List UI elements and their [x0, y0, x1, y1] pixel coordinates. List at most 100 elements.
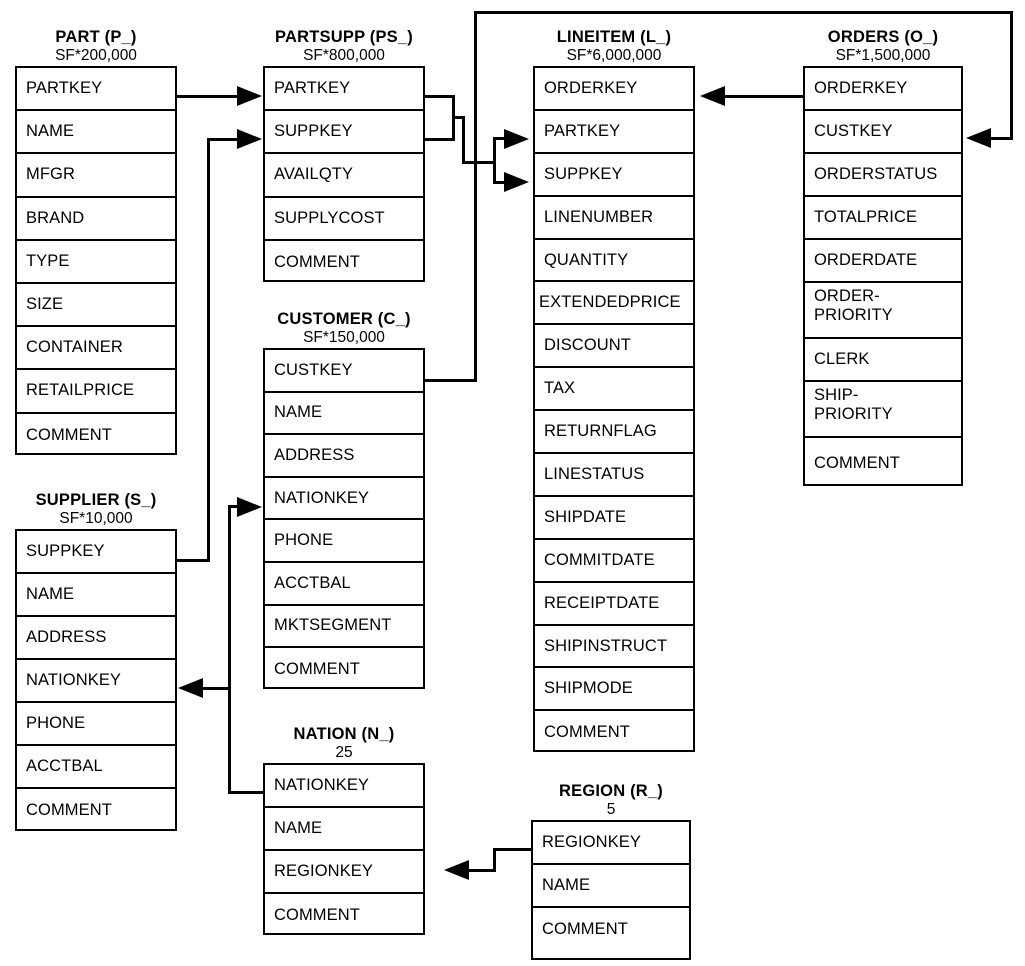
rel-partsupp-lineitem-suppkey-seg2 — [452, 116, 455, 141]
rel-supplier-partsupp-seg3 — [207, 138, 239, 141]
field-nation-comment: COMMENT — [274, 906, 360, 924]
entity-partsupp-cardinality: SF*800,000 — [303, 47, 385, 64]
rel-nation-customer-stub — [228, 505, 239, 508]
entity-part-title: PART (P_) — [55, 28, 137, 46]
field-part-partkey: PARTKEY — [17, 68, 175, 112]
field-orders-orderpriority: ORDER- PRIORITY — [805, 283, 961, 339]
rel-customer-orders-seg2 — [474, 11, 477, 382]
field-part-type: TYPE — [17, 241, 175, 284]
field-lineitem-shipinstruct: SHIPINSTRUCT — [535, 626, 693, 669]
rel-customer-orders-seg1 — [425, 379, 477, 382]
rel-partsupp-lineitem-trunk — [462, 116, 465, 164]
field-nation-nationkey: NATIONKEY — [265, 765, 423, 808]
field-lineitem-shipmode: SHIPMODE — [535, 668, 693, 712]
field-part-mfgr: MFGR — [17, 154, 175, 198]
field-customer-comment: COMMENT — [274, 659, 360, 678]
entity-partsupp: PARTSUPP (PS_) SF*800,000 PARTKEY SUPPKE… — [263, 28, 425, 282]
entity-lineitem: LINEITEM (L_) SF*6,000,000 ORDERKEY PART… — [533, 28, 695, 752]
field-lineitem-linenumber: LINENUMBER — [535, 197, 693, 240]
rel-part-partsupp-arrowhead — [237, 86, 262, 106]
field-lineitem-linestatus: LINESTATUS — [535, 454, 693, 497]
field-customer-acctbal: ACCTBAL — [265, 563, 423, 606]
rel-partsupp-lineitem-partkey-seg3 — [452, 116, 465, 119]
field-supplier-comment: COMMENT — [26, 801, 112, 819]
entity-region: REGION (R_) 5 REGIONKEY NAME COMMENT — [531, 782, 691, 960]
field-customer-phone: PHONE — [265, 520, 423, 563]
entity-nation-cardinality: 25 — [335, 744, 353, 761]
entity-supplier-fieldlist: SUPPKEY NAME ADDRESS NATIONKEY PHONE ACC… — [15, 529, 177, 831]
field-supplier-acctbal: ACCTBAL — [17, 746, 175, 789]
entity-region-fieldlist: REGIONKEY NAME COMMENT — [531, 820, 691, 960]
entity-lineitem-title: LINEITEM (L_) — [556, 28, 672, 46]
rel-partsupp-lineitem-trunk-bottom — [462, 161, 496, 164]
field-lineitem-quantity: QUANTITY — [535, 240, 693, 283]
field-lineitem-suppkey: SUPPKEY — [535, 154, 693, 197]
field-nation-regionkey: REGIONKEY — [265, 851, 423, 894]
entity-region-cardinality: 5 — [606, 801, 616, 818]
field-supplier-address: ADDRESS — [17, 617, 175, 660]
field-lineitem-tax: TAX — [535, 368, 693, 412]
entity-orders-fieldlist: ORDERKEY CUSTKEY ORDERSTATUS TOTALPRICE … — [803, 66, 963, 486]
field-lineitem-receiptdate: RECEIPTDATE — [535, 583, 693, 626]
entity-customer-fieldlist: CUSTKEY NAME ADDRESS NATIONKEY PHONE ACC… — [263, 348, 425, 689]
field-lineitem-extendedprice: EXTENDEDPRICE — [535, 282, 693, 326]
field-region-name: NAME — [533, 865, 689, 908]
rel-lineitem-partkey-stub — [493, 137, 506, 140]
rel-region-nation-seg3 — [468, 869, 496, 872]
entity-nation-fieldlist: NATIONKEY NAME REGIONKEY COMMENT — [263, 763, 425, 935]
rel-nation-keys-seg1 — [228, 791, 265, 794]
field-orders-orderkey: ORDERKEY — [805, 68, 961, 111]
entity-lineitem-fieldlist: ORDERKEY PARTKEY SUPPKEY LINENUMBER QUAN… — [533, 66, 695, 752]
field-supplier-phone: PHONE — [17, 703, 175, 746]
rel-nation-supplier-arrowhead — [178, 678, 203, 698]
entity-partsupp-fieldlist: PARTKEY SUPPKEY AVAILQTY SUPPLYCOST COMM… — [263, 66, 425, 282]
field-supplier-name: NAME — [17, 574, 175, 617]
rel-nation-supplier-stub — [202, 687, 231, 690]
field-orders-shippriority-line1: SHIP- — [814, 386, 859, 404]
rel-supplier-partsupp-seg1 — [177, 559, 210, 562]
entity-supplier-cardinality: SF*10,000 — [59, 510, 133, 527]
field-lineitem-returnflag: RETURNFLAG — [535, 411, 693, 455]
rel-region-nation-seg2 — [493, 848, 496, 872]
field-lineitem-discount: DISCOUNT — [535, 325, 693, 369]
field-lineitem-orderkey: ORDERKEY — [535, 68, 693, 111]
field-orders-clerk: CLERK — [805, 339, 961, 382]
rel-orders-lineitem-arrowhead — [700, 86, 725, 106]
field-part-size: SIZE — [17, 284, 175, 328]
field-customer-nationkey: NATIONKEY — [265, 478, 423, 521]
field-customer-address: ADDRESS — [265, 435, 423, 478]
field-part-comment: COMMENT — [26, 425, 112, 444]
entity-part-cardinality: SF*200,000 — [55, 47, 137, 64]
rel-lineitem-partkey-arrowhead — [504, 129, 529, 149]
rel-partsupp-lineitem-partkey-seg1 — [425, 95, 455, 98]
field-lineitem-partkey: PARTKEY — [535, 111, 693, 154]
rel-customer-orders-seg3 — [474, 11, 1013, 14]
field-orders-orderpriority-line2: PRIORITY — [814, 306, 893, 324]
rel-lineitem-suppkey-stub — [493, 181, 506, 184]
entity-partsupp-title: PARTSUPP (PS_) — [275, 28, 413, 46]
field-orders-totalprice: TOTALPRICE — [805, 197, 961, 240]
rel-nation-keys-trunk — [228, 505, 231, 794]
entity-orders: ORDERS (O_) SF*1,500,000 ORDERKEY CUSTKE… — [803, 28, 963, 486]
field-supplier-nationkey: NATIONKEY — [17, 660, 175, 703]
field-supplier-suppkey: SUPPKEY — [17, 531, 175, 574]
rel-lineitem-suppkey-arrowhead — [504, 172, 529, 192]
entity-orders-title: ORDERS (O_) — [827, 28, 939, 46]
field-orders-orderstatus: ORDERSTATUS — [805, 154, 961, 197]
field-orders-custkey: CUSTKEY — [805, 111, 961, 154]
rel-customer-orders-arrowhead — [966, 128, 991, 148]
rel-customer-orders-seg5 — [990, 137, 1013, 140]
field-partsupp-comment: COMMENT — [274, 252, 360, 271]
rel-nation-customer-arrowhead — [237, 497, 262, 517]
entity-lineitem-cardinality: SF*6,000,000 — [566, 47, 662, 64]
entity-nation: NATION (N_) 25 NATIONKEY NAME REGIONKEY … — [263, 725, 425, 935]
entity-customer-title: CUSTOMER (C_) — [277, 310, 411, 328]
entity-supplier: SUPPLIER (S_) SF*10,000 SUPPKEY NAME ADD… — [15, 491, 177, 831]
field-orders-orderpriority-line1: ORDER- — [814, 287, 880, 305]
field-orders-comment: COMMENT — [814, 453, 900, 472]
field-partsupp-supplycost: SUPPLYCOST — [265, 198, 423, 241]
entity-orders-cardinality: SF*1,500,000 — [835, 47, 931, 64]
field-partsupp-suppkey: SUPPKEY — [265, 111, 423, 155]
field-customer-custkey: CUSTKEY — [265, 350, 423, 393]
